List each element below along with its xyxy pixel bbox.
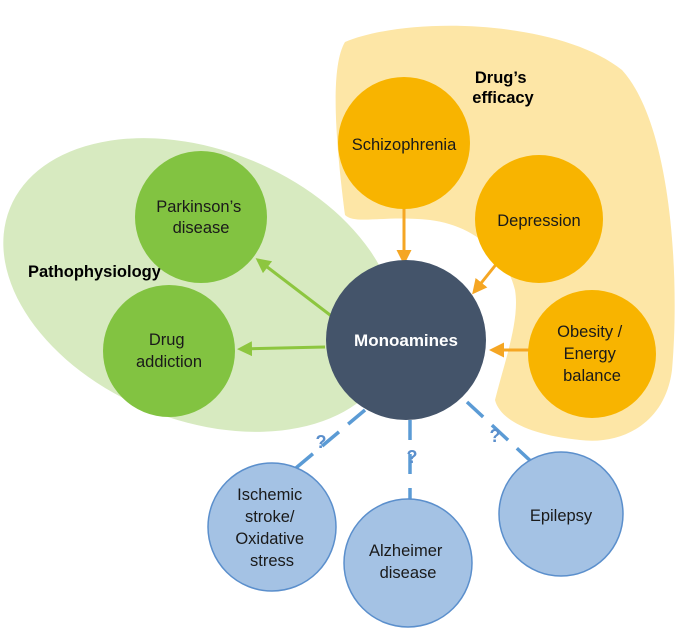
node-schizophrenia: Schizophrenia — [338, 77, 470, 209]
arrow-to-drug-addiction — [237, 341, 326, 357]
question-mark-ischemic: ? — [316, 432, 327, 452]
svg-text:Obesity / Energy b: Obesity / Energy balance — [557, 323, 627, 385]
node-obesity: Obesity / Energy balance — [528, 290, 656, 418]
question-mark-alzheimer: ? — [407, 447, 418, 467]
svg-text:Drug addiction: Drug addiction — [136, 331, 202, 371]
node-epilepsy: Epilepsy — [498, 451, 624, 577]
drugs-efficacy-label: Drug’s efficacy — [472, 69, 534, 107]
svg-text:Schizophrenia: Schizophrenia — [352, 136, 457, 154]
svg-text:Epilepsy: Epilepsy — [530, 507, 593, 525]
svg-text:Ischemic stroke/ O: Ischemic stroke/ Oxidative stress — [235, 486, 308, 570]
svg-text:Parkinson’s disease: Parkinson’s disease — [156, 198, 246, 237]
node-alzheimer: Alzheimer disease — [343, 498, 473, 628]
question-mark-epilepsy: ? — [490, 426, 501, 446]
svg-text:Alzheimer disease: Alzheimer disease — [369, 542, 447, 582]
arrow-to-parkinsons — [255, 258, 335, 320]
link-to-ischemic-stroke — [288, 408, 367, 475]
node-parkinsons: Parkinson’s disease — [135, 151, 267, 283]
arrow-from-depression — [472, 261, 500, 295]
pathophysiology-region — [3, 138, 397, 432]
pathophysiology-label: Pathophysiology — [28, 263, 162, 281]
node-drug-addiction: Drug addiction — [103, 285, 235, 417]
svg-text:Monoamines: Monoamines — [354, 331, 458, 350]
node-ischemic-stroke: Ischemic stroke/ Oxidative stress — [207, 462, 337, 592]
svg-text:Depression: Depression — [497, 212, 580, 230]
node-monoamines: Monoamines — [326, 260, 486, 420]
node-depression: Depression — [475, 155, 603, 283]
link-to-epilepsy — [465, 400, 538, 468]
